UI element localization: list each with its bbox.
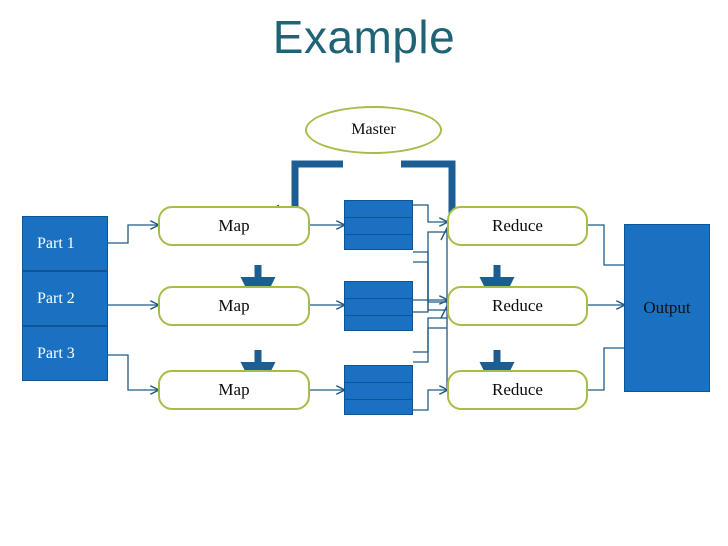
master-node[interactable]: Master: [305, 106, 442, 154]
intermediate-segment: [345, 298, 412, 299]
reduce-label-3: Reduce: [492, 380, 543, 399]
intermediate-block-2[interactable]: [344, 281, 413, 331]
reduce-label-2: Reduce: [492, 296, 543, 315]
map-box-1[interactable]: Map: [158, 206, 310, 246]
intermediate-block-1[interactable]: [344, 200, 413, 250]
map-box-3[interactable]: Map: [158, 370, 310, 410]
intermediate-segment: [345, 399, 412, 400]
map-label-3: Map: [218, 380, 250, 399]
partition-box-2[interactable]: Part 2: [22, 271, 108, 326]
intermediate-block-3[interactable]: [344, 365, 413, 415]
reduce-box-1[interactable]: Reduce: [447, 206, 588, 246]
map-label-1: Map: [218, 216, 250, 235]
reduce-box-3[interactable]: Reduce: [447, 370, 588, 410]
partition-label-3: Part 3: [37, 344, 75, 362]
intermediate-segment: [345, 382, 412, 383]
intermediate-segment: [345, 217, 412, 218]
intermediate-segment: [345, 315, 412, 316]
reduce-label-1: Reduce: [492, 216, 543, 235]
partition-box-1[interactable]: Part 1: [22, 216, 108, 271]
partition-label-1: Part 1: [37, 234, 75, 252]
partition-box-3[interactable]: Part 3: [22, 326, 108, 381]
intermediate-segment: [345, 234, 412, 235]
partition-label-2: Part 2: [37, 289, 75, 307]
map-box-2[interactable]: Map: [158, 286, 310, 326]
output-label: Output: [643, 298, 691, 317]
master-label: Master: [351, 121, 396, 138]
reduce-box-2[interactable]: Reduce: [447, 286, 588, 326]
page-title: Example: [272, 11, 456, 63]
map-label-2: Map: [218, 296, 250, 315]
output-box[interactable]: Output: [624, 224, 710, 392]
